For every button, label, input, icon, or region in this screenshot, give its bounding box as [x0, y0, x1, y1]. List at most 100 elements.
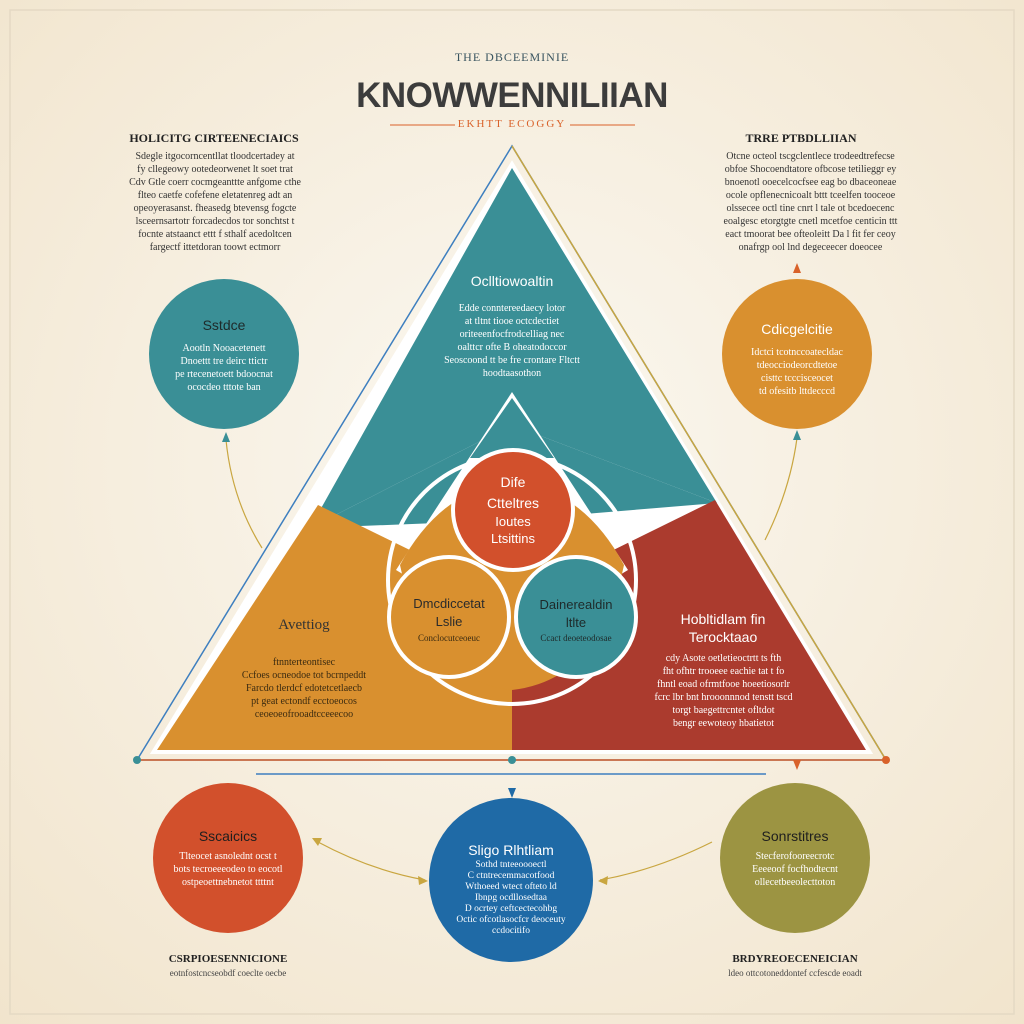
side-right-line: td ofesitb lttdecccd	[758, 386, 836, 397]
base-marker-right	[882, 756, 890, 764]
connector-bottom-right	[599, 841, 713, 881]
side-left-line: Dnoettt tre deirc ttictr	[180, 356, 268, 367]
top-left-line: opeoyerasanst. fheasedg btevensg fogcte	[133, 203, 297, 214]
bottom-circle-right	[720, 783, 870, 933]
top-right-line: bnoenotl ooecelcocfsee eag bo dbaceoneae	[724, 177, 897, 188]
center-down-arrow	[508, 788, 516, 798]
right-corner-title-2: Terocktaao	[688, 629, 758, 645]
connector-bottom-right-arrow	[598, 876, 608, 885]
right-top-arrow	[793, 263, 801, 273]
bottom-middle-paragraph: Sothd tnteeoooectl C ctntrecemmacotfood …	[451, 860, 571, 937]
right-corner-line: bengr eewoteoy hbatietot	[672, 718, 775, 729]
top-right-line: onafrgp ool lnd degeceecer doeocee	[738, 242, 883, 253]
center-circle-left	[387, 555, 511, 679]
apex-line: hoodtaasothon	[482, 368, 542, 379]
bottom-right-label-line: ldeo ottcotoneddontef ccfescde eoadt	[728, 968, 862, 978]
bottom-middle-line: D ocrtey ceftcectecohbg	[464, 904, 558, 914]
connector-right-side-arrow	[793, 430, 801, 440]
left-corner-line: ftnnterteontisec	[272, 657, 336, 668]
center-left-title-1: Dmcdiccetat	[413, 596, 485, 611]
side-circle-left	[149, 279, 299, 429]
connector-left-side	[225, 439, 263, 549]
top-right-line: Otcne octeol tscgclentlece trodeedtrefec…	[726, 151, 895, 162]
apex-line: Edde conntereedaecy lotor	[458, 303, 566, 314]
base-marker-center	[508, 756, 516, 764]
side-right-title: Cdicgelcitie	[761, 321, 833, 337]
bottom-right-label-heading: BRDYREOECENEICIAN	[732, 953, 858, 965]
side-left-paragraph: Aootln Nooacetenett Dnoettt tre deirc tt…	[169, 342, 279, 394]
center-top-line-1: Dife	[500, 474, 526, 490]
side-left-line: ococdeo tttote ban	[187, 382, 261, 393]
center-right-note: Ccact deoeteodosae	[540, 633, 612, 643]
side-circle-right	[722, 279, 872, 429]
bottom-middle-line: ccdocitifo	[492, 926, 530, 936]
center-circle-top	[451, 448, 575, 572]
bottom-right-paragraph: Stecferofooreecrotc Eeeeoof focfhodtecnt…	[735, 850, 855, 889]
connector-bottom-left-arrow	[312, 838, 322, 846]
apex-title: Oclltiowoaltin	[470, 273, 554, 289]
top-right-paragraph: Otcne octeol tscgclentlece trodeedtrefec…	[708, 150, 913, 254]
top-right-line: eact tmoorat bee ofteoleitt Da l fit fer…	[725, 229, 896, 240]
side-right-line: cisttc tcccisceocet	[761, 373, 833, 384]
apex-line: oriteeenfocfrodcelliag nec	[459, 329, 565, 340]
right-corner-line: fht ofhtr trooeee eachie tat t fo	[662, 666, 785, 677]
side-left-line: pe rtecenetoett bdoocnat	[175, 369, 273, 380]
top-left-heading: HOLICITG CIRTEENECIAICS	[129, 131, 299, 145]
bottom-middle-line: Ibnpg ocdllosedtaa	[474, 893, 548, 903]
left-corner-line: Ccfoes ocneodoe tot bcrnpeddt	[241, 670, 367, 681]
side-left-title: Sstdce	[202, 317, 246, 333]
top-left-line: lsceernsartotr forcadecdos tor sonchtst …	[135, 216, 295, 227]
center-right-title-2: ltlte	[565, 615, 587, 630]
apex-paragraph: Edde conntereedaecy lotor at tltnt tiooe…	[402, 302, 622, 380]
center-top-line-4: Ltsittins	[490, 531, 536, 546]
top-right-line: ocole opflenecnicoalt bttt tceelfen tooc…	[725, 190, 896, 201]
header-subtitle: EKHTT ECOGGY	[457, 118, 567, 130]
connector-bottom-left	[317, 841, 426, 881]
bottom-middle-line: C ctntrecemmacotfood	[467, 871, 555, 881]
top-left-line: fargectf ittetdoran toowt ectmorr	[149, 242, 281, 253]
right-corner-line: fcrc lbr bnt hrooonnnod tenstt tscd	[654, 692, 793, 703]
header-overline: THE DBCEEMINIE	[454, 50, 570, 64]
right-corner-line: cdy Asote oetletieoctrtt ts fth	[665, 653, 782, 664]
small-teal-peak	[470, 398, 554, 458]
left-corner-paragraph: ftnnterteontisec Ccfoes ocneodoe tot bcr…	[214, 656, 394, 721]
center-circle-right	[514, 555, 638, 679]
top-left-line: Cdv Gtle coerr cocmgeanttte anfgome cthe	[129, 177, 301, 188]
center-right-title-1: Dainerealdin	[539, 597, 613, 612]
side-right-paragraph: Idctci tcotnccoatecldac tdeocciodeorcdte…	[742, 346, 852, 398]
left-corner-line: ceoeoeofrooadtcceeecoo	[254, 709, 354, 720]
bottom-left-line: bots tecroeeeodeo to eocotl	[173, 864, 283, 875]
center-left-title-2: Lslie	[435, 614, 463, 629]
top-right-line: obfoe Shocoendtatore ofbcose tetilieggr …	[724, 164, 897, 175]
bottom-right-line: Stecferofooreecrotc	[755, 851, 835, 862]
top-left-line: focnte atstaanct ettt f sthalf acedoltce…	[138, 229, 292, 240]
page-border	[9, 9, 1015, 1015]
right-corner-line: torgt baegettrcntet ofltdot	[672, 705, 775, 716]
bottom-middle-title: Sligo Rlhtliam	[468, 842, 554, 858]
bottom-middle-line: Octic ofcotlasocfcr deoceuty	[456, 915, 566, 925]
connector-bottom-left-arrow-end	[418, 876, 428, 885]
bottom-left-label-heading: CSRPIOESENNICIONE	[168, 953, 288, 965]
bottom-right-line: ollecetbeeolecttoton	[754, 877, 836, 888]
center-left-note: Conclocutceoeuc	[418, 633, 480, 643]
base-marker-left	[133, 756, 141, 764]
right-corner-title-1: Hobltidlam fin	[680, 611, 766, 627]
left-corner-line: pt geat ectondf ecctoeocos	[251, 696, 357, 707]
right-corner-paragraph: cdy Asote oetletieoctrtt ts fth fht ofht…	[636, 652, 811, 730]
bottom-circle-left	[153, 783, 303, 933]
apex-line: oalttcr ofte B oheatodoccor	[457, 342, 567, 353]
side-right-line: tdeocciodeorcdtetoe	[756, 360, 838, 371]
top-left-line: Sdegle itgocorncentllat tloodcertadey at	[135, 151, 295, 162]
top-right-line: olssecee octl tine cnrt l tale ot bcedoe…	[726, 203, 895, 214]
connector-right-side	[764, 437, 798, 541]
top-right-line: eoalgesc etorgtgte cnetl mcetfoe centici…	[723, 216, 898, 227]
left-corner-title: Avettiog	[278, 617, 330, 633]
bottom-left-title: Sscaicics	[198, 828, 258, 844]
connector-left-side-arrow	[222, 432, 230, 442]
bottom-right-line: Eeeeoof focfhodtecnt	[752, 864, 838, 875]
apex-line: Seoscoond tt be fre crontare Fltctt	[444, 355, 580, 366]
center-top-line-2: Ctteltres	[486, 495, 540, 511]
side-right-line: Idctci tcotnccoatecldac	[751, 347, 843, 358]
